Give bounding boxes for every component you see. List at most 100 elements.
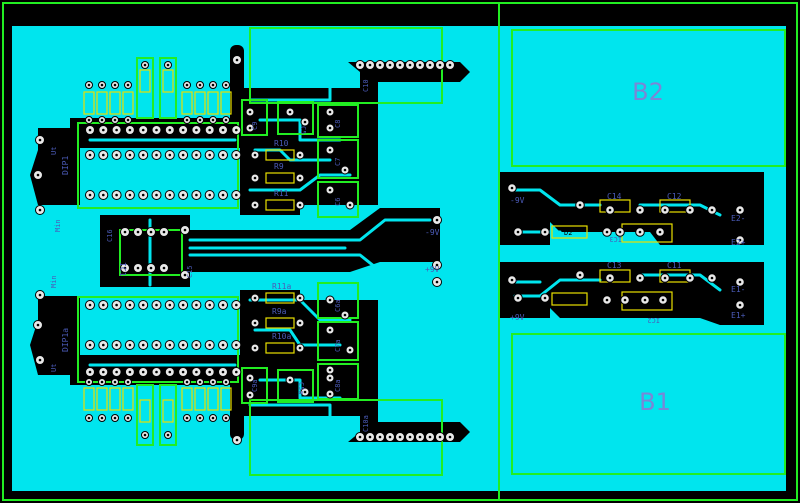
pad-hole bbox=[368, 435, 372, 439]
dip1-label: DIP1 bbox=[61, 156, 70, 175]
pad-hole bbox=[162, 266, 166, 270]
c16-label: C16 bbox=[106, 229, 114, 242]
pad-hole bbox=[143, 63, 147, 67]
pad-hole bbox=[149, 266, 153, 270]
pad-hole bbox=[168, 370, 172, 374]
pad-hole bbox=[211, 83, 215, 87]
c9a-label: C9a bbox=[251, 379, 259, 392]
pad-hole bbox=[298, 296, 302, 300]
pad-hole bbox=[608, 208, 612, 212]
pad-hole bbox=[126, 83, 130, 87]
pad-hole bbox=[162, 230, 166, 234]
pad-hole bbox=[348, 203, 352, 207]
pad-hole bbox=[388, 63, 392, 67]
pad-hole bbox=[221, 193, 225, 197]
pad-hole bbox=[663, 276, 667, 280]
pad-hole bbox=[418, 63, 422, 67]
pad-hole bbox=[88, 153, 92, 157]
pad-hole bbox=[87, 118, 91, 122]
pad-hole bbox=[288, 110, 292, 114]
pad-hole bbox=[605, 298, 609, 302]
pad-hole bbox=[183, 228, 187, 232]
c5a-label: C5a bbox=[297, 382, 305, 395]
pad-hole bbox=[298, 321, 302, 325]
pad-hole bbox=[88, 128, 92, 132]
pad-hole bbox=[248, 393, 252, 397]
r10a-label: R10a bbox=[272, 332, 291, 341]
d1-label: D1 bbox=[565, 296, 573, 304]
pad-hole bbox=[253, 153, 257, 157]
pad-hole bbox=[348, 348, 352, 352]
pad-hole bbox=[115, 128, 118, 132]
pad-hole bbox=[448, 63, 452, 67]
pad-hole bbox=[168, 128, 172, 132]
pad-hole bbox=[185, 118, 189, 122]
pad-hole bbox=[235, 438, 239, 442]
pad-hole bbox=[298, 346, 302, 350]
pad-hole bbox=[143, 433, 147, 437]
e2-minus-label: E2- bbox=[731, 214, 745, 223]
pad-hole bbox=[510, 186, 514, 190]
pad-hole bbox=[253, 176, 257, 180]
pad-hole bbox=[221, 128, 225, 132]
pad-hole bbox=[328, 392, 332, 396]
pad-hole bbox=[343, 313, 347, 317]
pad-hole bbox=[435, 280, 439, 284]
pad-hole bbox=[224, 83, 228, 87]
pad-hole bbox=[638, 230, 642, 234]
pad-hole bbox=[298, 153, 302, 157]
pad-hole bbox=[128, 153, 132, 157]
pad-hole bbox=[253, 296, 257, 300]
pad-hole bbox=[198, 83, 202, 87]
ic1-label: IC1 bbox=[118, 262, 127, 277]
pad-hole bbox=[623, 298, 627, 302]
pad-hole bbox=[195, 303, 198, 307]
pad-hole bbox=[181, 370, 185, 374]
pad-hole bbox=[235, 58, 239, 62]
pad-hole bbox=[168, 303, 172, 307]
pad-hole bbox=[211, 416, 215, 420]
pad-hole bbox=[168, 193, 172, 197]
pad-hole bbox=[235, 343, 238, 347]
pad-hole bbox=[253, 203, 257, 207]
pad-hole bbox=[149, 230, 153, 234]
pad-hole bbox=[128, 370, 132, 374]
pad-hole bbox=[303, 120, 307, 124]
pad-hole bbox=[738, 208, 742, 212]
pad-hole bbox=[328, 328, 332, 332]
pad-hole bbox=[211, 118, 215, 122]
pad-hole bbox=[235, 370, 238, 374]
pad-hole bbox=[328, 110, 332, 114]
pad-hole bbox=[328, 148, 332, 152]
pad-hole bbox=[100, 83, 104, 87]
c6-label: C6 bbox=[334, 198, 342, 206]
pad-hole bbox=[128, 303, 132, 307]
pad-hole bbox=[358, 63, 362, 67]
pad-hole bbox=[166, 433, 170, 437]
pad-hole bbox=[408, 63, 412, 67]
pad-hole bbox=[36, 323, 40, 327]
pad-hole bbox=[663, 208, 667, 212]
pad-hole bbox=[198, 416, 202, 420]
pad-hole bbox=[328, 126, 332, 130]
pad-hole bbox=[38, 358, 42, 362]
pad-hole bbox=[221, 303, 225, 307]
pad-hole bbox=[181, 303, 185, 307]
pad-hole bbox=[181, 153, 185, 157]
pad-hole bbox=[123, 230, 127, 234]
rail-neg-label: -9V bbox=[425, 228, 440, 237]
pad-hole bbox=[126, 380, 130, 384]
c6a-label: C6a bbox=[334, 299, 342, 312]
pad-hole bbox=[608, 276, 612, 280]
pad-hole bbox=[100, 416, 104, 420]
pad-hole bbox=[643, 298, 647, 302]
pad-hole bbox=[710, 208, 714, 212]
pad-hole bbox=[166, 63, 170, 67]
pad-hole bbox=[36, 173, 40, 177]
pad-hole bbox=[605, 230, 609, 234]
pad-hole bbox=[435, 218, 439, 222]
pad-hole bbox=[438, 63, 442, 67]
pad-hole bbox=[185, 83, 189, 87]
c8a-label: C8a bbox=[334, 379, 342, 392]
